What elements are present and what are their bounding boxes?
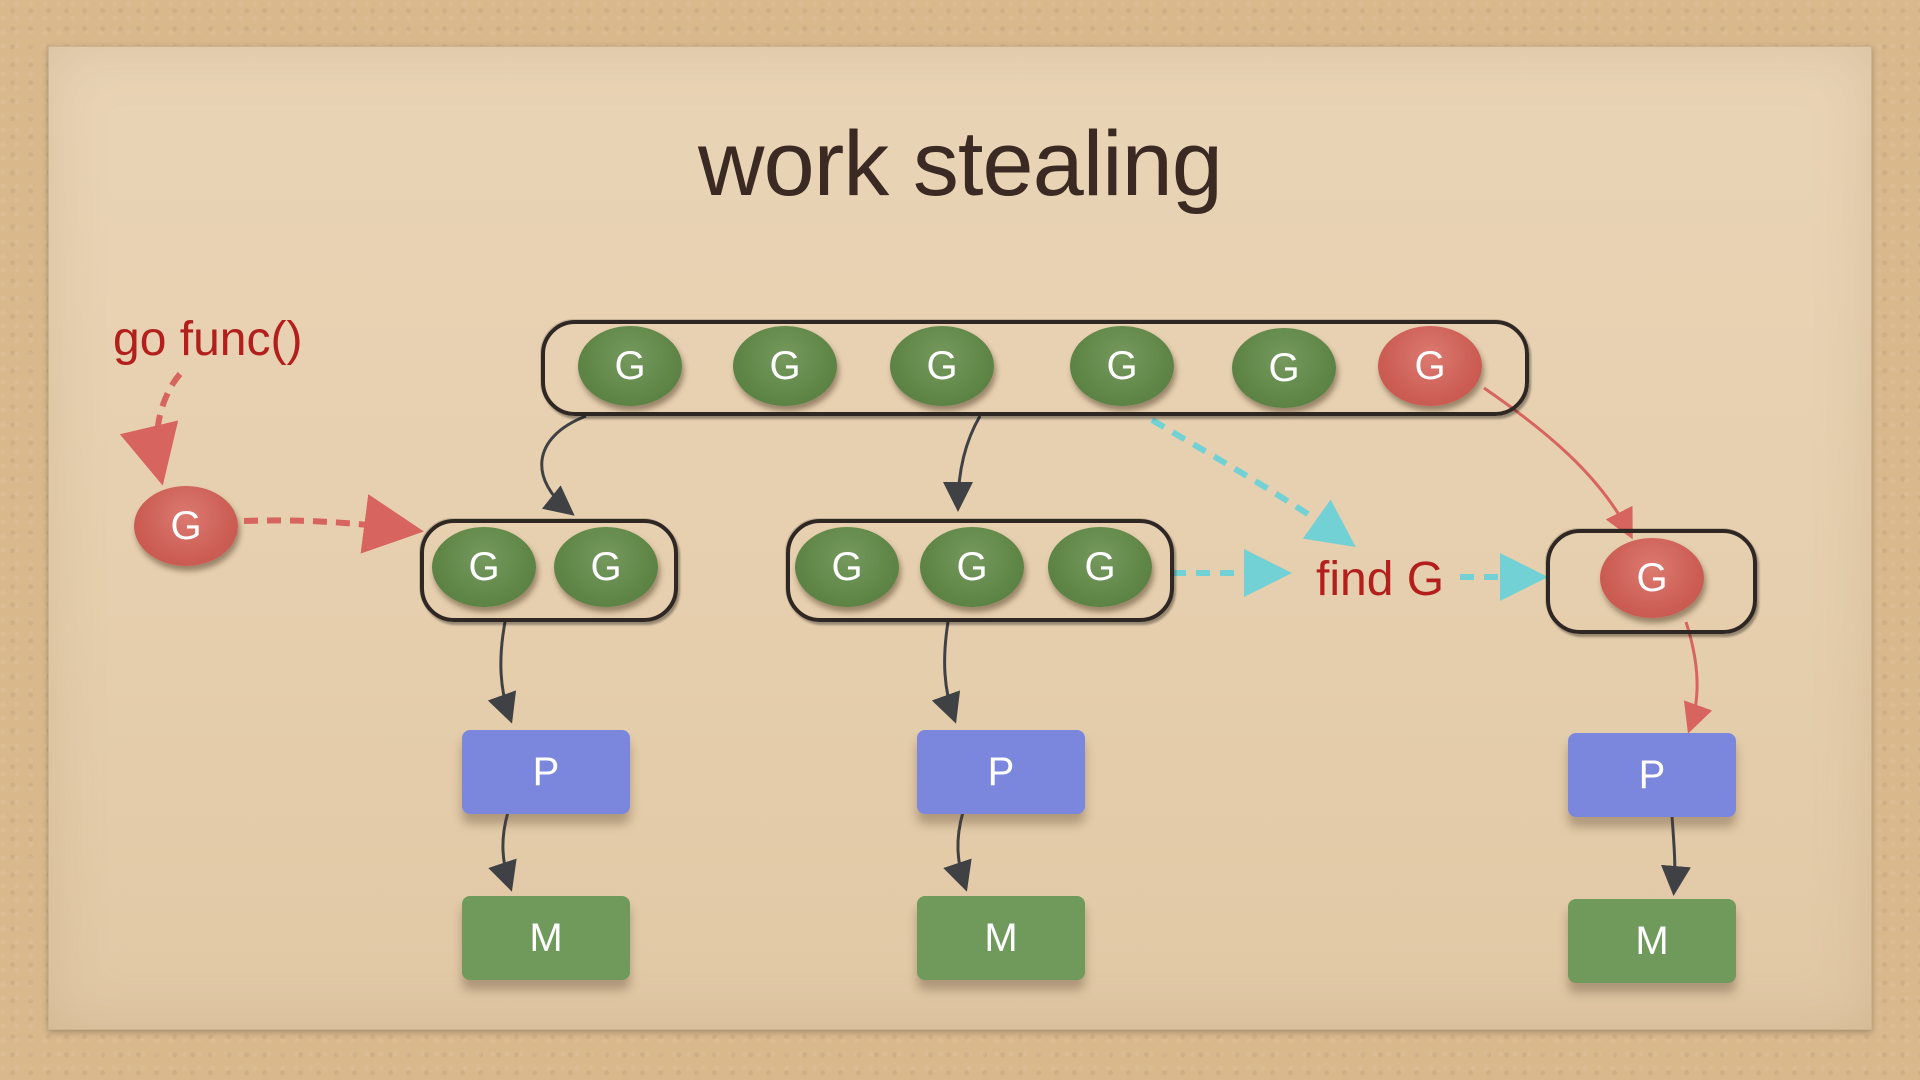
processor-p-1: P (462, 730, 630, 814)
global-run-queue (541, 320, 1529, 416)
arrow-local-2-to-p (931, 621, 961, 724)
global-queue-g-5: G (1232, 328, 1336, 408)
machine-m-2: M (917, 896, 1085, 980)
local-queue-2-g-2: G (920, 527, 1024, 607)
local-queue-1-g-2: G (554, 527, 658, 607)
global-queue-g-1: G (578, 326, 682, 406)
arrow-global-to-local-2 (943, 415, 982, 512)
local-run-queue-1 (420, 519, 678, 622)
global-queue-g-6: G (1378, 326, 1482, 406)
arrow-local-3-to-p (1683, 621, 1713, 734)
arrow-p-to-m-3 (1661, 815, 1691, 896)
arrow-steal-global (1150, 417, 1356, 547)
arrow-p-to-m-2 (943, 811, 972, 892)
find-g-label: find G (1316, 553, 1445, 606)
arrow-global-to-local-1 (540, 414, 587, 516)
machine-m-3: M (1568, 899, 1736, 983)
arrow-p-to-m-1 (488, 811, 517, 892)
local-run-queue-2 (786, 519, 1174, 622)
processor-p-3: P (1568, 733, 1736, 817)
local-queue-2-g-1: G (795, 527, 899, 607)
diagram-title: work stealing (698, 113, 1223, 215)
go-func-label: go func() (113, 313, 303, 366)
local-run-queue-3 (1546, 529, 1757, 634)
global-queue-g-3: G (890, 326, 994, 406)
global-queue-g-2: G (733, 326, 837, 406)
arrow-local-1-to-p (487, 621, 517, 724)
machine-m-1: M (462, 896, 630, 980)
local-queue-3-g-1: G (1600, 538, 1704, 618)
arrow-go-func-to-g (119, 372, 183, 486)
new-goroutine-g: G (134, 486, 238, 566)
arrow-g-to-local-queue-1 (243, 494, 424, 554)
processor-p-2: P (917, 730, 1085, 814)
local-queue-1-g-1: G (432, 527, 536, 607)
global-queue-g-4: G (1070, 326, 1174, 406)
local-queue-2-g-3: G (1048, 527, 1152, 607)
